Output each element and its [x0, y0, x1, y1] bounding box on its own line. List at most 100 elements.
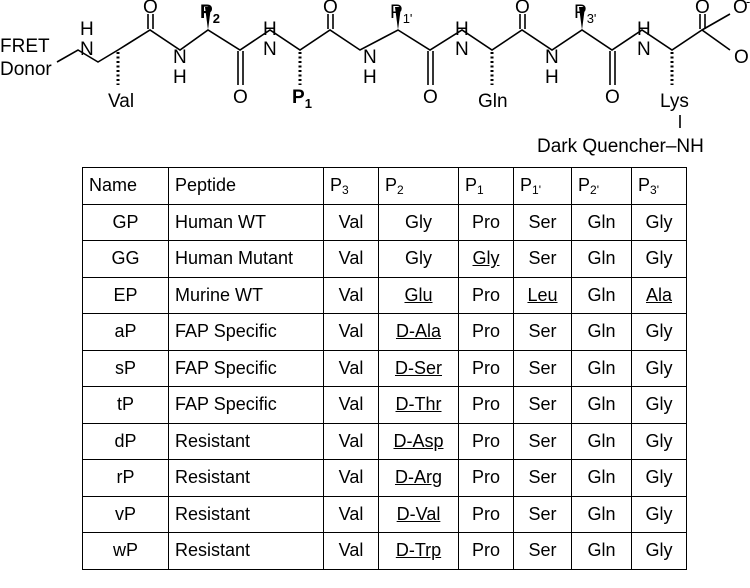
cell-p1p: Ser: [513, 386, 572, 424]
cell-p1p: Leu: [513, 276, 572, 314]
svg-text:O: O: [423, 87, 438, 108]
cell-name: tP: [82, 386, 169, 424]
cell-p1: Gly: [458, 240, 514, 278]
cell-p3p: Gly: [631, 313, 687, 351]
cell-p3: Val: [323, 386, 379, 424]
cell-p3p: Gly: [631, 459, 687, 497]
header-p3: P3: [323, 167, 379, 205]
svg-text:H: H: [455, 19, 469, 40]
cell-p2: D-Val: [378, 495, 459, 533]
backbone-chain: [56, 29, 731, 63]
cell-name: aP: [82, 313, 169, 351]
cell-name: GP: [82, 203, 169, 241]
gln-residue-label: Gln: [478, 91, 508, 112]
cell-peptide: Resistant: [168, 495, 324, 533]
svg-text:O: O: [323, 0, 338, 18]
cell-p3: Val: [323, 495, 379, 533]
val-residue-label: Val: [108, 91, 134, 112]
oxygen-labels: O O O O O O O O O -: [143, 0, 750, 108]
cell-name: rP: [82, 459, 169, 497]
header-p1prime: P1': [513, 167, 572, 205]
svg-text:N: N: [455, 39, 469, 60]
cell-p1p: Ser: [513, 532, 572, 570]
cell-p2p: Gln: [571, 459, 632, 497]
cell-p1p: Ser: [513, 349, 572, 387]
cell-p2p: Gln: [571, 276, 632, 314]
cell-p3p: Gly: [631, 240, 687, 278]
cell-p1: Pro: [458, 349, 514, 387]
cell-p3p: Gly: [631, 422, 687, 460]
header-p2: P2: [378, 167, 459, 205]
fret-donor-label: FRET: [0, 36, 50, 57]
stereo-bonds: [116, 7, 681, 128]
p3prime-position-label: P3': [574, 2, 596, 26]
cell-p2p: Gln: [571, 203, 632, 241]
svg-text:N: N: [637, 39, 651, 60]
cell-p3: Val: [323, 313, 379, 351]
table-header-row: Name Peptide P3 P2 P1 P1' P2' P3': [82, 167, 687, 205]
svg-text:O: O: [695, 0, 710, 18]
cell-p2p: Gln: [571, 313, 632, 351]
svg-text:O: O: [233, 87, 248, 108]
cell-p2: D-Ala: [378, 313, 459, 351]
cell-name: dP: [82, 422, 169, 460]
svg-text:N: N: [545, 47, 559, 68]
svg-text:H: H: [80, 19, 94, 40]
svg-text:O: O: [143, 0, 158, 18]
cell-name: GG: [82, 240, 169, 278]
cell-p2: D-Arg: [378, 459, 459, 497]
cell-peptide: FAP Specific: [168, 386, 324, 424]
header-p1: P1: [458, 167, 514, 205]
svg-text:H: H: [363, 67, 377, 88]
cell-p1p: Ser: [513, 313, 572, 351]
cell-p3p: Gly: [631, 386, 687, 424]
cell-peptide: Resistant: [168, 459, 324, 497]
cell-p1: Pro: [458, 495, 514, 533]
svg-text:O: O: [734, 47, 749, 68]
cell-name: sP: [82, 349, 169, 387]
cell-p1: Pro: [458, 386, 514, 424]
cell-p2p: Gln: [571, 240, 632, 278]
cell-name: vP: [82, 495, 169, 533]
cell-p3: Val: [323, 276, 379, 314]
cell-peptide: FAP Specific: [168, 349, 324, 387]
cell-p1p: Ser: [513, 495, 572, 533]
cell-p3: Val: [323, 532, 379, 570]
svg-text:H: H: [637, 19, 651, 40]
svg-text:-: -: [746, 0, 750, 9]
p2-position-label: P2: [200, 2, 220, 26]
svg-text:N: N: [363, 47, 377, 68]
cell-p2: Gly: [378, 240, 459, 278]
svg-text:N: N: [263, 39, 277, 60]
cell-p3: Val: [323, 459, 379, 497]
cell-p1p: Ser: [513, 203, 572, 241]
cell-p3p: Gly: [631, 349, 687, 387]
amine-labels: H N N H H N N H H N N H H N: [80, 19, 651, 88]
cell-peptide: Resistant: [168, 422, 324, 460]
cell-peptide: FAP Specific: [168, 313, 324, 351]
cell-p1p: Ser: [513, 459, 572, 497]
cell-p3p: Ala: [631, 276, 687, 314]
cell-p3: Val: [323, 240, 379, 278]
svg-text:H: H: [545, 67, 559, 88]
cell-p2: D-Asp: [378, 422, 459, 460]
cell-p2p: Gln: [571, 349, 632, 387]
cell-p1: Pro: [458, 203, 514, 241]
cell-p2p: Gln: [571, 386, 632, 424]
cell-peptide: Murine WT: [168, 276, 324, 314]
svg-text:N: N: [173, 47, 187, 68]
cell-peptide: Human WT: [168, 203, 324, 241]
fret-donor-label-2: Donor: [0, 59, 52, 80]
cell-p1: Pro: [458, 459, 514, 497]
cell-peptide: Resistant: [168, 532, 324, 570]
header-p3prime: P3': [631, 167, 687, 205]
